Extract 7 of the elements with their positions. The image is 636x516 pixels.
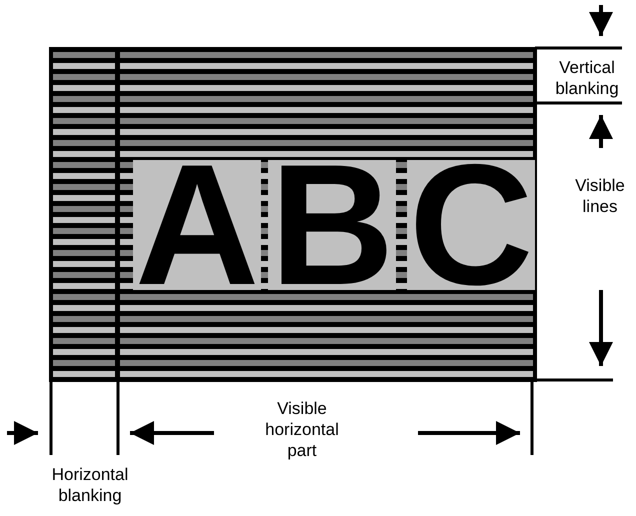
- raster-letter: B: [268, 160, 396, 290]
- dimension-label: Visible lines: [574, 175, 626, 217]
- dimension-label: Visible horizontal part: [264, 398, 340, 461]
- dimension-label: Vertical blanking: [554, 57, 620, 99]
- raster-letter: A: [133, 160, 262, 290]
- dimension-label: Horizontal blanking: [50, 464, 130, 506]
- raster-letter: C: [407, 160, 536, 290]
